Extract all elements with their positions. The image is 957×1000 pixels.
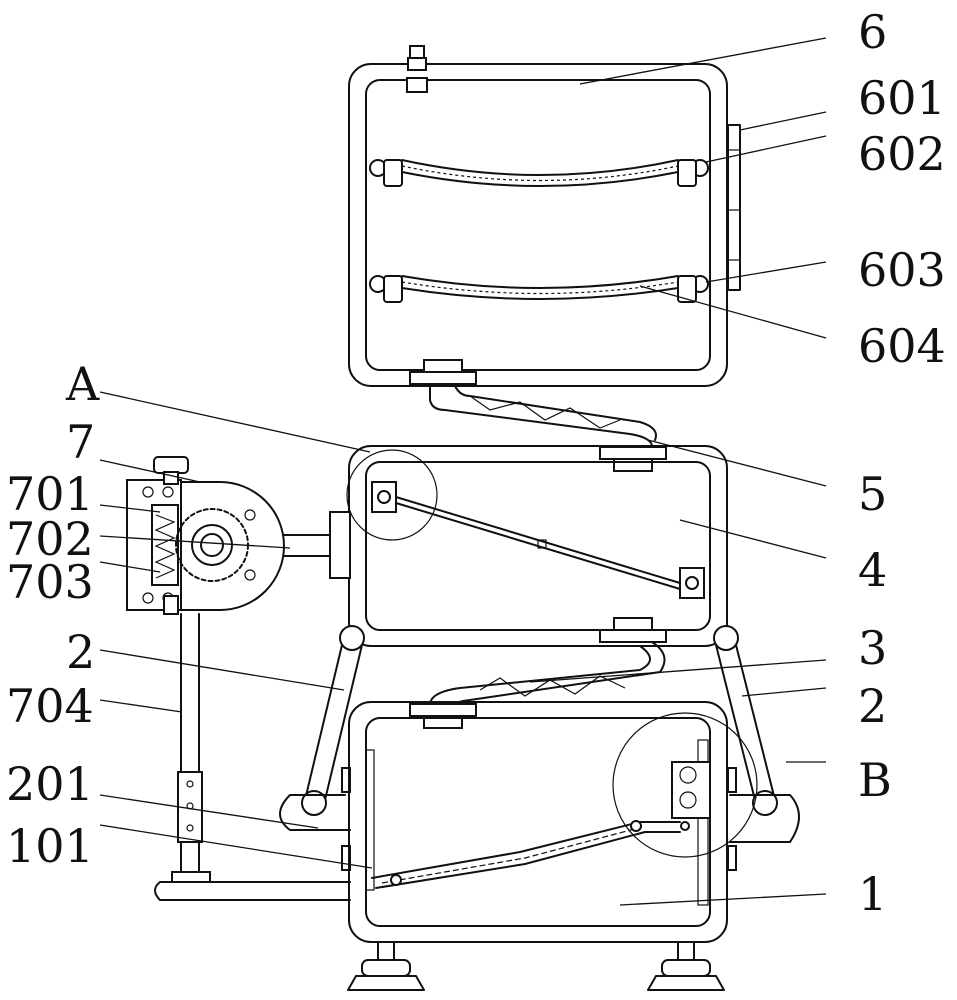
label-6: 6: [858, 5, 887, 59]
right-arm: [713, 625, 800, 871]
label-701: 701: [6, 467, 94, 521]
label-702: 702: [6, 512, 94, 566]
middle-box: [346, 445, 728, 647]
lower-roller: [369, 275, 709, 303]
label-201: 201: [6, 757, 94, 811]
label-704: 704: [6, 679, 94, 733]
label-3: 3: [858, 621, 887, 675]
label-2-left: 2: [66, 625, 95, 679]
label-7: 7: [66, 415, 95, 469]
leader-lines: [99, 37, 827, 906]
lower-linkage: [409, 617, 667, 729]
bottom-box: [348, 701, 758, 943]
label-603: 603: [858, 243, 946, 297]
label-B: B: [858, 753, 892, 807]
label-101: 101: [6, 819, 94, 873]
upper-linkage: [409, 359, 667, 472]
label-703: 703: [6, 555, 94, 609]
mechanism-assembly: [126, 456, 351, 901]
left-foot: [347, 941, 425, 991]
label-602: 602: [858, 127, 946, 181]
label-4: 4: [858, 543, 887, 597]
reference-labels: 6 601 602 603 604 A 7 701 702 703 5 4 3 …: [6, 5, 946, 921]
label-604: 604: [858, 319, 946, 373]
upper-roller: [369, 159, 709, 187]
top-box: [348, 45, 741, 387]
label-2-right: 2: [858, 679, 887, 733]
right-foot: [647, 941, 725, 991]
label-A: A: [65, 357, 100, 411]
label-5: 5: [858, 467, 887, 521]
label-1: 1: [858, 867, 887, 921]
left-arm: [279, 625, 365, 871]
label-601: 601: [858, 71, 946, 125]
